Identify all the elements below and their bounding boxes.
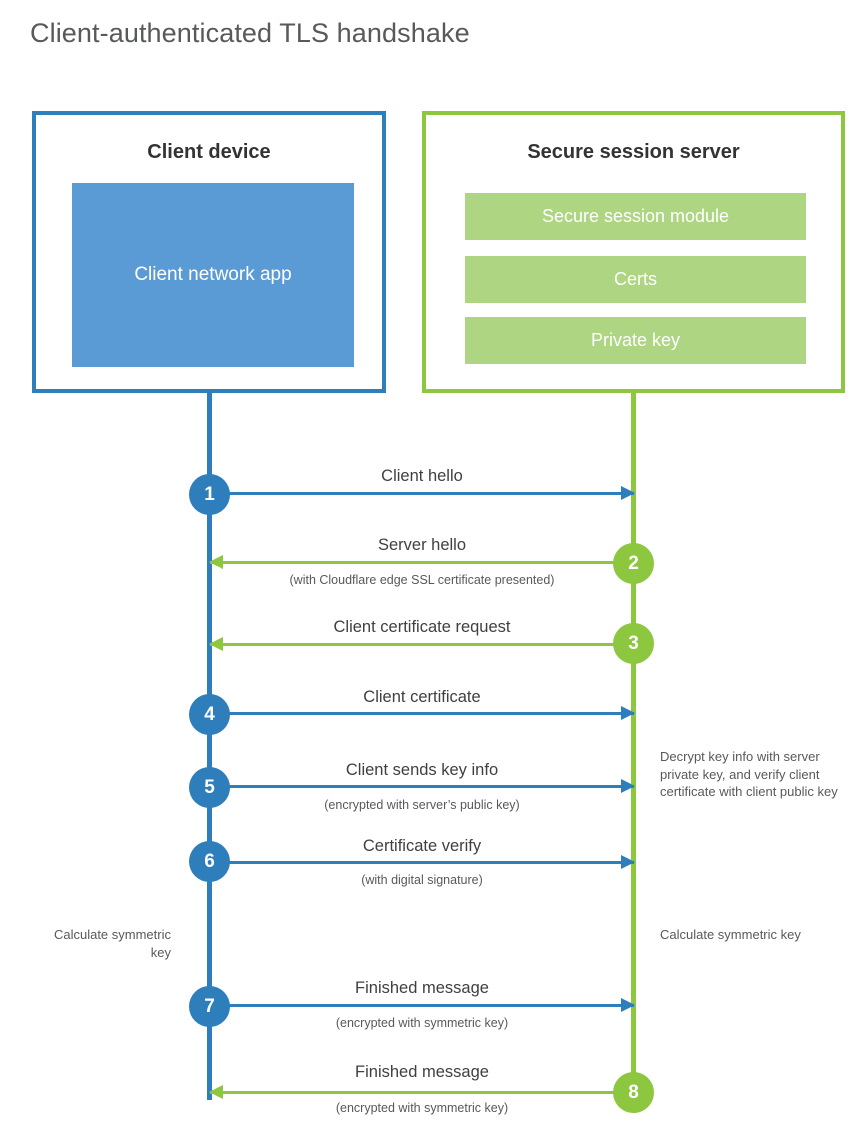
client-device-box: Client device Client network app <box>32 111 386 393</box>
step-6-label: Certificate verify <box>362 837 482 855</box>
arrow-head-icon <box>621 998 635 1012</box>
step-1-arrow <box>210 486 635 500</box>
client-calculate-annotation: Calculate symmetric key <box>53 927 171 960</box>
step-8-label: Finished message <box>355 1063 489 1081</box>
client-network-app-block: Client network app <box>72 183 354 367</box>
step-1-label: Client hello <box>381 467 463 485</box>
server-lifeline <box>631 393 636 1093</box>
server-calculate-annotation: Calculate symmetric key <box>660 927 801 942</box>
arrow-head-icon <box>621 706 635 720</box>
step-7-arrow <box>210 998 635 1012</box>
step-6-sublabel: (with digital signature) <box>361 873 483 887</box>
arrow-head-icon <box>621 779 635 793</box>
secure-session-server-box: Secure session server Secure session mod… <box>422 111 845 393</box>
step-4-label: Client certificate <box>363 688 481 706</box>
step-7-circle: 7 <box>189 986 230 1027</box>
step-6-circle: 6 <box>189 841 230 882</box>
step-7-label: Finished message <box>355 979 489 997</box>
step-5-circle: 5 <box>189 767 230 808</box>
client-device-title: Client device <box>147 141 271 163</box>
arrow-head-icon <box>209 1085 223 1099</box>
step-4-circle: 4 <box>189 694 230 735</box>
step-2-arrow <box>209 555 634 569</box>
step-3-arrow <box>209 637 634 651</box>
step-6-arrow <box>210 855 635 869</box>
client-lifeline <box>207 393 212 1100</box>
step-8-sublabel: (encrypted with symmetric key) <box>335 1101 509 1115</box>
step-4-arrow <box>210 706 635 720</box>
arrow-head-icon <box>209 555 223 569</box>
server-component-private-key: Private key <box>465 317 806 364</box>
arrow-head-icon <box>209 637 223 651</box>
step-3-label: Client certificate request <box>333 618 511 636</box>
page-title: Client-authenticated TLS handshake <box>30 18 470 48</box>
arrow-head-icon <box>621 855 635 869</box>
step-5-arrow <box>210 779 635 793</box>
step-8-circle: 8 <box>613 1072 654 1113</box>
secure-session-server-title: Secure session server <box>527 141 740 163</box>
step-5-label: Client sends key info <box>345 761 499 779</box>
step-7-sublabel: (encrypted with symmetric key) <box>335 1016 509 1030</box>
step-2-sublabel: (with Cloudflare edge SSL certificate pr… <box>289 573 555 587</box>
step-1-circle: 1 <box>189 474 230 515</box>
step-2-label: Server hello <box>377 536 467 554</box>
step-8-arrow <box>209 1085 634 1099</box>
server-decrypt-annotation: Decrypt key info with server private key… <box>660 749 838 800</box>
arrow-head-icon <box>621 486 635 500</box>
step-3-circle: 3 <box>613 623 654 664</box>
server-component-certs: Certs <box>465 256 806 303</box>
step-5-sublabel: (encrypted with server’s public key) <box>324 798 520 812</box>
server-component-secure-session-module: Secure session module <box>465 193 806 240</box>
step-2-circle: 2 <box>613 543 654 584</box>
